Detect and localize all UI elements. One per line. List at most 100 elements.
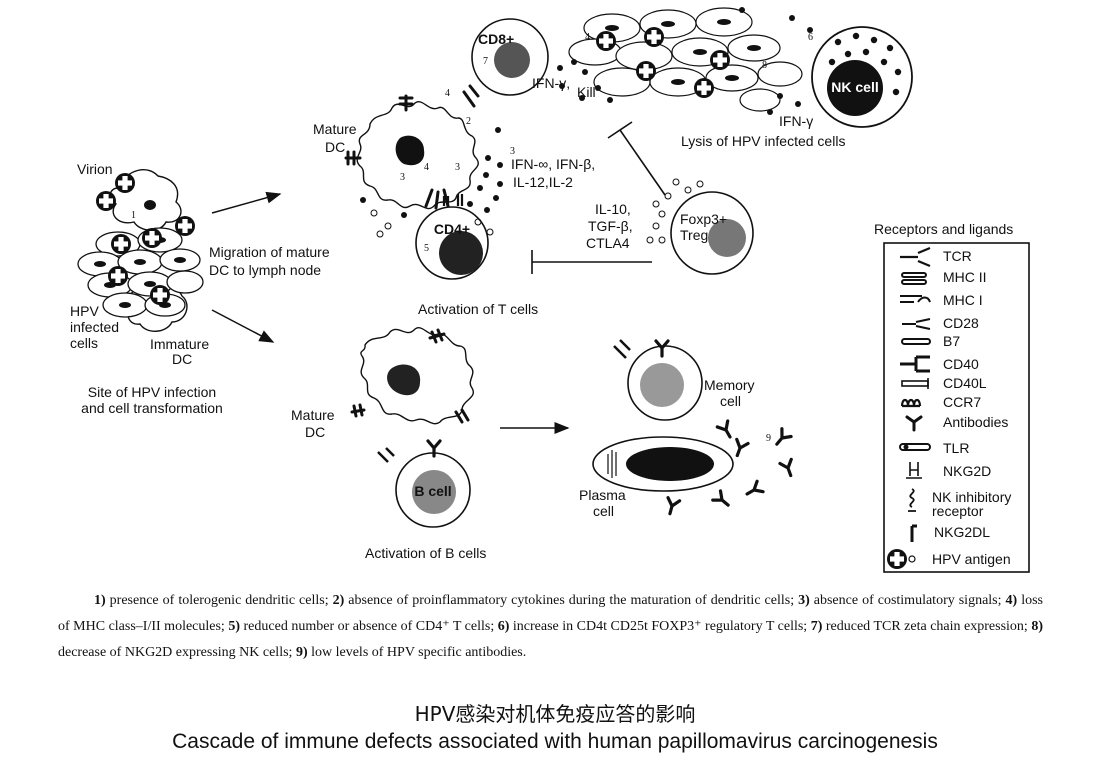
defect-number: 8 [762,60,767,71]
defect-number: 3 [455,162,460,173]
footnote-text: absence of proinflammatory cytokines dur… [344,593,799,608]
legend-label-antibodies: Antibodies [943,414,1008,430]
figure-footnote: 1) presence of tolerogenic dendritic cel… [58,588,1043,666]
legend-label-hpv-antigen: HPV antigen [932,551,1011,567]
footnote-number: 5) [228,619,241,634]
treg-cytokine-3: CTLA4 [586,235,630,251]
infection-site: 1 Virion HPV infected cells Immature DC … [70,161,223,416]
cd40-icon [900,355,930,373]
nkg2dl-icon [910,524,917,542]
target-cells [568,7,803,112]
footnote-number: 6) [497,619,510,634]
defect-number: 2 [466,116,471,127]
immune-cascade-diagram: 1 Virion HPV infected cells Immature DC … [70,7,1030,573]
cd28-icon [902,318,931,330]
dc-cytokines-label-1: IFN-∞, IFN-β, [511,156,595,172]
footnote-text: decrease of NKG2D expressing NK cells; [58,645,296,660]
treg-cytokine-1: IL-10, [595,201,631,217]
antibodies-icon [905,415,923,432]
legend-label-tcr: TCR [943,248,972,264]
cd8-lysis: CD8+ 7 4 8 [471,7,913,149]
treg: Foxp3+ Treg 6 IL-10, TGF-β, CTLA4 [531,121,754,275]
mature-dc-label-1: Mature [313,121,357,137]
legend-box [883,242,1030,573]
ccr7-icon [900,398,922,408]
mhc-ii-icon [901,272,927,285]
virion-label: Virion [77,161,113,177]
dc-cytokines-label-2: IL-12,IL-2 [513,174,573,190]
mature-dc-b-label-1: Mature [291,407,335,423]
ifn-gamma-kill-label: IFN-γ, [532,75,570,91]
legend-label-cd28: CD28 [943,315,979,331]
legend-label-nkg2dl: NKG2DL [934,524,990,540]
legend-label-b7: B7 [943,333,960,349]
footnote-text: reduced TCR zeta chain expression; [822,619,1032,634]
defect-number: 7 [483,56,488,67]
legend-label-mhc-i: MHC I [943,292,983,308]
defect-number: 4 [585,32,590,43]
cd8-label: CD8+ [478,31,514,47]
mature-dc-nucleus [395,135,425,166]
memory-label-1: Memory [704,377,755,393]
arrow-to-lymph-node [211,191,282,214]
footnote-text: low levels of HPV specific antibodies. [307,645,527,660]
nk-inhibitory-receptor-icon [908,488,916,512]
defect-number: 9 [766,433,771,444]
treg-cytokine-2: TGF-β, [588,218,633,234]
mature-dc-label-2: DC [325,139,345,155]
migration-label-1: Migration of mature [209,244,330,260]
footnote-text: loss of MHC class–I/II molecules; [58,593,1043,634]
b-activation: Mature DC B cell Activation of B cells M… [291,327,798,561]
legend-label-nkg2d: NKG2D [943,463,991,479]
defect-number: 5 [424,243,429,254]
immature-dc-label-1: Immature [150,336,209,352]
defect-number: 4 [445,88,450,99]
cd40l-icon [901,378,929,389]
mature-dc-b-label-2: DC [305,424,325,440]
tcr-icon [900,246,931,268]
mature-dc-t: 2 3 3 4 4 Mature DC CD4+ 5 Activation of… [313,84,595,317]
footnote-number: 7) [810,619,823,634]
caption-chinese: HPV感染对机体免疫应答的影响 [414,702,696,726]
footnote-number: 3) [798,593,810,608]
defect-number: 3 [400,172,405,183]
footnote-number: 2) [332,593,345,608]
legend: Receptors and ligands TCR MHC II MHC I C… [874,221,1030,573]
defect-number: 4 [424,162,429,173]
defect-number: 3 [510,146,515,157]
site-label-2: and cell transformation [81,400,223,416]
activation-t-label: Activation of T cells [418,301,538,317]
inhibition-to-cd4 [531,250,652,274]
footnote-text: increase in CD4t CD25t FOXP3⁺ regulatory… [509,619,811,634]
caption-english: Cascade of immune defects associated wit… [172,730,938,753]
footnote-number: 4) [1005,593,1018,608]
legend-label-ccr7: CCR7 [943,394,981,410]
legend-label-cd40: CD40 [943,356,979,372]
b-cell-label: B cell [414,483,451,499]
activation-b-label: Activation of B cells [365,545,486,561]
footnote-text: reduced number or absence of CD4⁺ T cell… [240,619,498,634]
b7-icon [901,338,931,345]
migration-label-2: DC to lymph node [209,262,321,278]
immature-dc-label-2: DC [172,351,192,367]
hpv-infected-label-1: HPV [70,303,99,319]
legend-label-nk-inhibitory-1: NK inhibitory [932,489,1011,505]
footnote-number: 9) [295,645,308,660]
defect-number: 1 [131,210,136,221]
nk-cell: NK cell 6 [808,26,913,128]
hpv-antigen-icon [887,549,916,569]
legend-label-mhc-ii: MHC II [943,269,987,285]
site-label-1: Site of HPV infection [88,384,216,400]
inhibition-to-cd8 [607,121,666,196]
nkg2d-icon [906,462,922,479]
legend-label-cd40l: CD40L [943,375,987,391]
memory-label-2: cell [720,393,741,409]
footnote-text: presence of tolerogenic dendritic cells; [105,593,333,608]
ifn-gamma-label: IFN-γ [779,113,813,129]
defect-number: 6 [808,32,813,43]
hpv-infected-label-3: cells [70,335,98,351]
legend-title: Receptors and ligands [874,221,1013,237]
cd4-label: CD4+ [434,221,470,237]
mhc-i-icon [900,295,931,303]
tlr-icon [899,443,931,451]
